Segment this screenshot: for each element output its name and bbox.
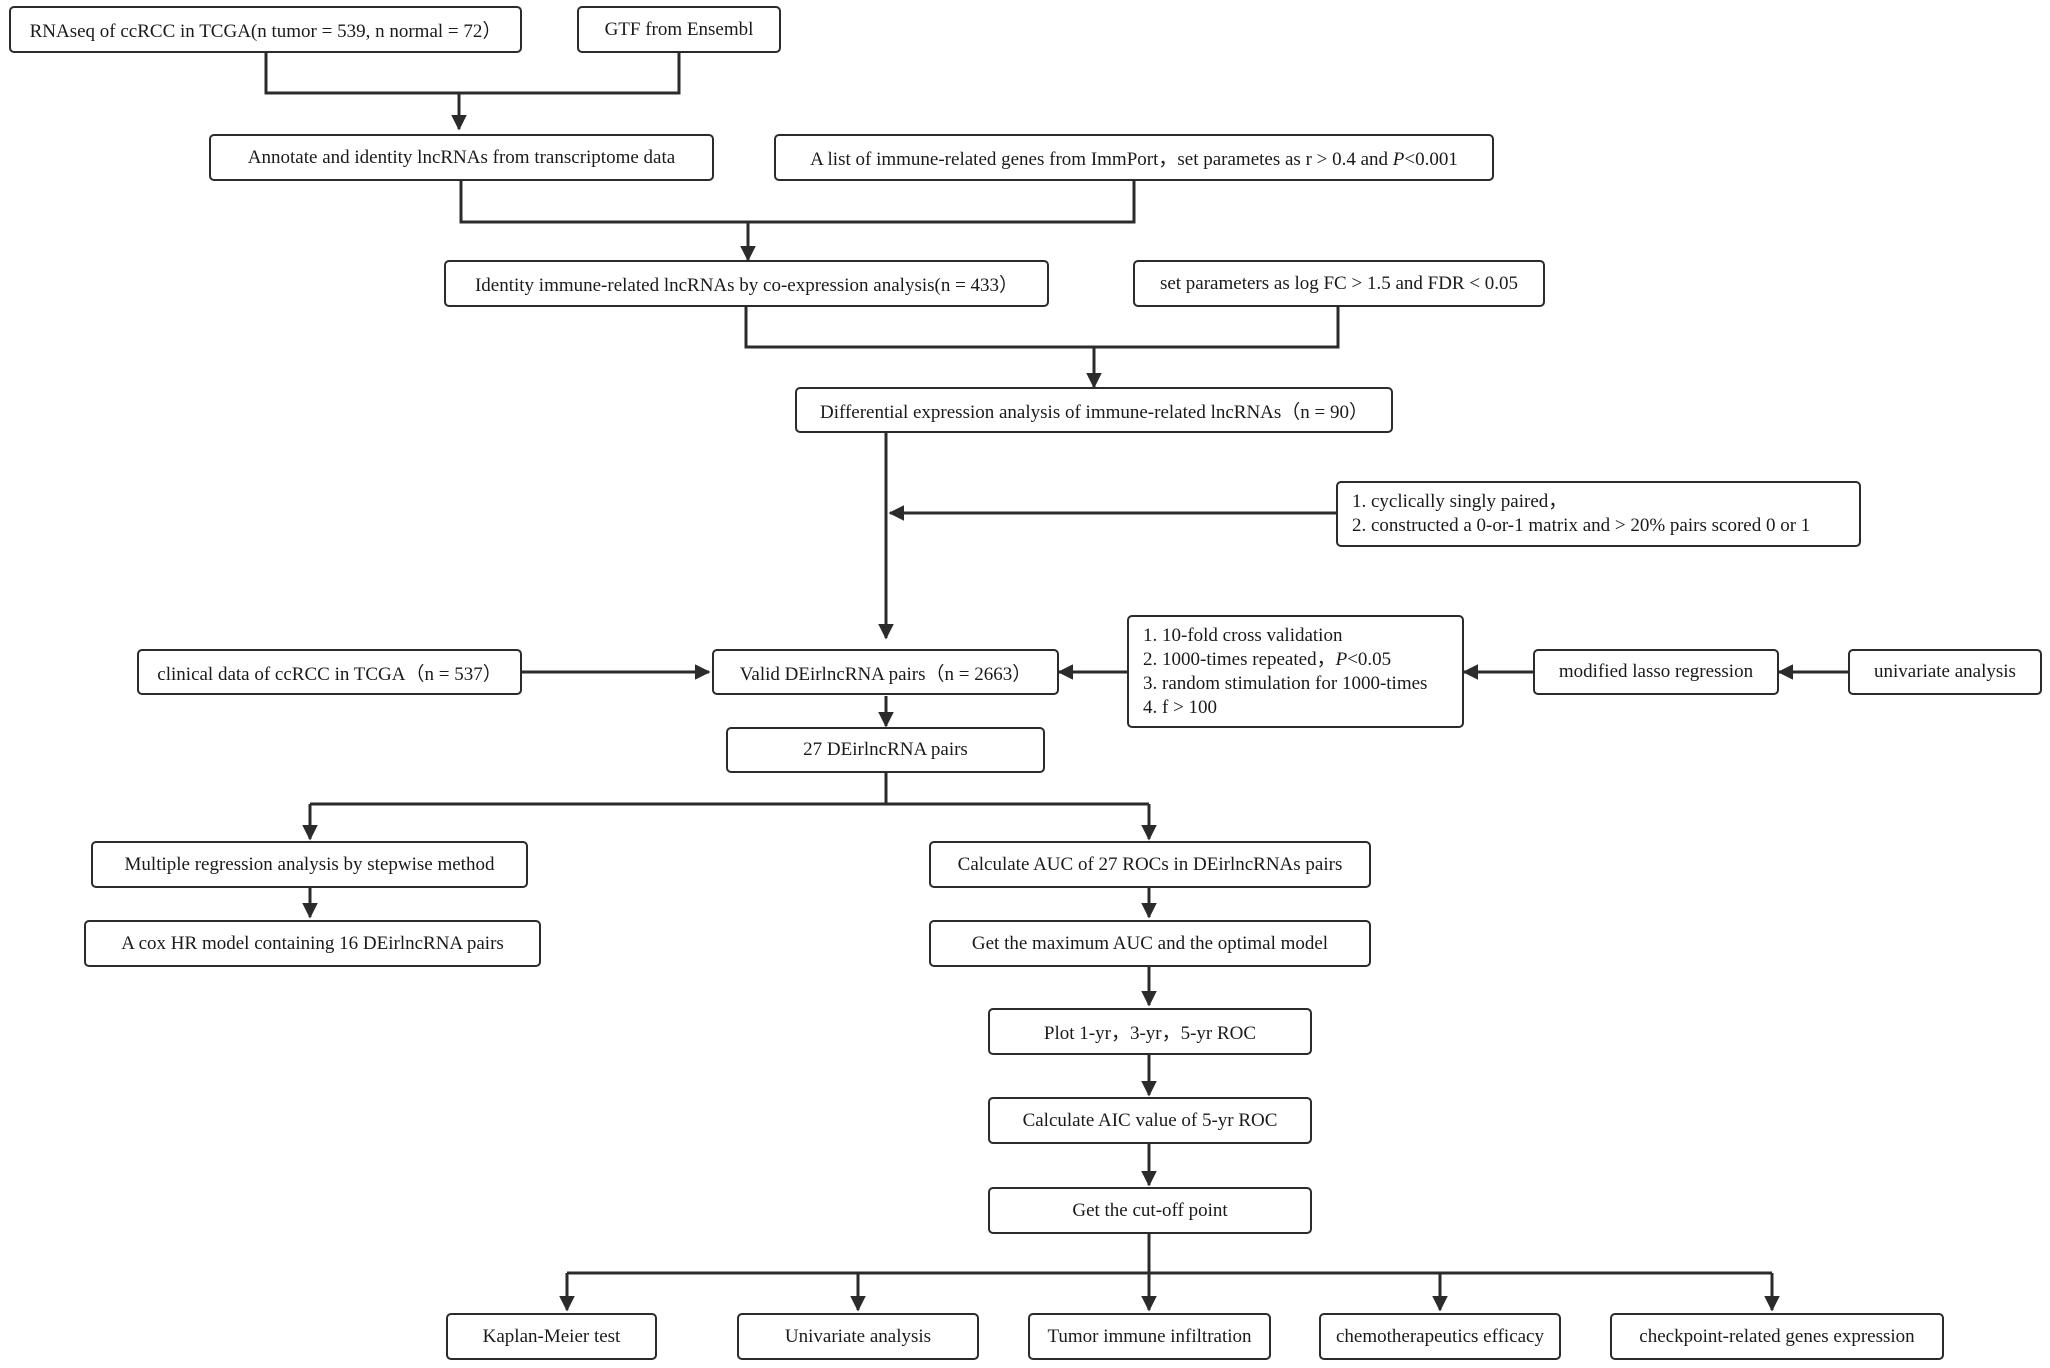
plotroc-box: Plot 1-yr，3-yr，5-yr ROC [988, 1008, 1312, 1055]
maxauc-label: Get the maximum AUC and the optimal mode… [971, 932, 1329, 954]
tumor-immune-label: Tumor immune infiltration [1047, 1325, 1252, 1347]
rnaseq-label: RNAseq of ccRCC in TCGA(n tumor = 539, n… [29, 21, 502, 42]
gtf-label: GTF from Ensembl [604, 18, 754, 40]
chemo-box: chemotherapeutics efficacy [1319, 1313, 1561, 1360]
immport-label: A list of immune-related genes from ImmP… [810, 144, 1458, 171]
lasso-criteria-box: 1. 10-fold cross validation 2. 1000-time… [1127, 615, 1464, 728]
univariate-top-label: univariate analysis [1874, 661, 2016, 682]
connector-27-pairs-branch [310, 772, 1149, 806]
immport-box: A list of immune-related genes from ImmP… [774, 134, 1494, 181]
criteria-line-2-text: 2. 1000-times repeated， [1143, 648, 1336, 670]
cutoff-box: Get the cut-off point [988, 1187, 1312, 1234]
aic-label: Calculate AIC value of 5-yr ROC [1022, 1109, 1278, 1131]
coexpr-box: Identity immune-related lncRNAs by co-ex… [444, 260, 1049, 307]
checkpoint-box: checkpoint-related genes expression [1610, 1313, 1944, 1360]
checkpoint-label: checkpoint-related genes expression [1639, 1325, 1915, 1347]
km-label: Kaplan-Meier test [482, 1325, 621, 1347]
cutoff-label: Get the cut-off point [1072, 1199, 1228, 1221]
criteria-line-2-threshold: <0.05 [1347, 648, 1392, 670]
criteria-line-4: 4. f > 100 [1143, 696, 1218, 718]
tumor-immune-box: Tumor immune infiltration [1028, 1313, 1271, 1360]
univariate-top-box: univariate analysis [1848, 649, 2042, 695]
immport-p-italic: P [1392, 149, 1405, 170]
chemo-label: chemotherapeutics efficacy [1335, 1325, 1544, 1347]
auc27-box: Calculate AUC of 27 ROCs in DEirlncRNAs … [929, 841, 1371, 888]
connector-rnaseq-gtf-merge [264, 52, 681, 95]
auc27-label: Calculate AUC of 27 ROCs in DEirlncRNAs … [957, 853, 1343, 875]
criteria-line-3: 3. random stimulation for 1000-times [1143, 672, 1428, 694]
annotate-box: Annotate and identity lncRNAs from trans… [209, 134, 714, 181]
connector-cutoff-branch [567, 1233, 1772, 1275]
aic-box: Calculate AIC value of 5-yr ROC [988, 1097, 1312, 1144]
multireg-box: Multiple regression analysis by stepwise… [91, 841, 528, 888]
pairing-line-2: 2. constructed a 0-or-1 matrix and > 20%… [1352, 515, 1811, 536]
lasso-label: modified lasso regression [1558, 661, 1754, 682]
pairs27-label: 27 DEirlncRNA pairs [803, 739, 968, 760]
params-fc-label: set parameters as log FC > 1.5 and FDR <… [1159, 272, 1519, 294]
univariate-bottom-box: Univariate analysis [737, 1313, 979, 1360]
diffexpr-label: Differential expression analysis of immu… [819, 401, 1369, 423]
km-box: Kaplan-Meier test [446, 1313, 657, 1360]
rnaseq-box: RNAseq of ccRCC in TCGA(n tumor = 539, n… [9, 6, 522, 53]
pairs27-box: 27 DEirlncRNA pairs [726, 727, 1045, 773]
criteria-line-1: 1. 10-fold cross validation [1143, 624, 1343, 646]
criteria-p-italic: P [1335, 648, 1348, 670]
plotroc-label: Plot 1-yr，3-yr，5-yr ROC [1043, 1023, 1257, 1044]
valid-pairs-box: Valid DEirlncRNA pairs（n = 2663） [712, 649, 1059, 695]
coxhr-box: A cox HR model containing 16 DEirlncRNA … [84, 920, 541, 967]
connector-annotate-immport-merge [459, 180, 1136, 224]
clinical-label: clinical data of ccRCC in TCGA（n = 537） [157, 663, 502, 685]
clinical-box: clinical data of ccRCC in TCGA（n = 537） [137, 649, 522, 695]
criteria-line-2: 2. 1000-times repeated，P<0.05 [1143, 648, 1391, 672]
gtf-box: GTF from Ensembl [577, 6, 781, 53]
multireg-label: Multiple regression analysis by stepwise… [124, 853, 495, 875]
coexpr-label: Identity immune-related lncRNAs by co-ex… [474, 275, 1019, 296]
coxhr-label: A cox HR model containing 16 DEirlncRNA … [121, 932, 504, 954]
diffexpr-box: Differential expression analysis of immu… [795, 387, 1393, 433]
maxauc-box: Get the maximum AUC and the optimal mode… [929, 920, 1371, 967]
connector-coexpr-params-merge [744, 306, 1340, 349]
pairing-line-1: 1. cyclically singly paired， [1352, 491, 1568, 512]
univariate-bottom-label: Univariate analysis [784, 1325, 932, 1347]
pairing-box: 1. cyclically singly paired， 2. construc… [1336, 481, 1861, 547]
immport-label-threshold: <0.001 [1404, 149, 1458, 170]
lasso-box: modified lasso regression [1533, 649, 1779, 695]
params-fc-box: set parameters as log FC > 1.5 and FDR <… [1133, 260, 1545, 307]
immport-label-text: A list of immune-related genes from ImmP… [810, 149, 1393, 170]
valid-pairs-label: Valid DEirlncRNA pairs（n = 2663） [739, 663, 1032, 685]
annotate-label: Annotate and identity lncRNAs from trans… [247, 146, 676, 168]
